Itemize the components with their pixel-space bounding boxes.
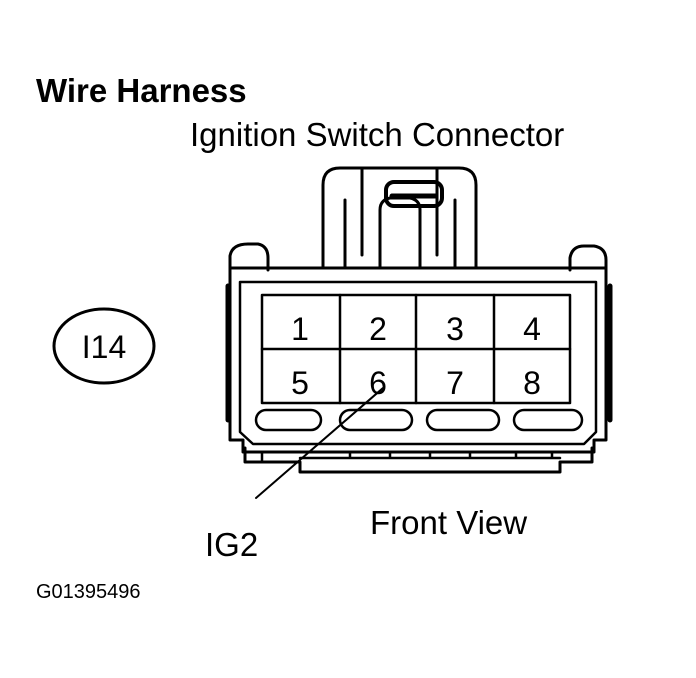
right-latch: [568, 244, 608, 274]
pin-8: 8: [523, 365, 541, 401]
pin-1: 1: [291, 311, 309, 347]
pin-4: 4: [523, 311, 541, 347]
housing-inner-wall: [238, 280, 598, 446]
figure-id: G01395496: [36, 581, 141, 603]
ig2-leader-line: [255, 387, 384, 499]
locking-tab: [321, 166, 478, 270]
front-view-label: Front View: [370, 504, 528, 541]
cavity-slots: [254, 408, 584, 432]
ig2-label: IG2: [205, 526, 259, 563]
connector-code: I14: [82, 329, 126, 365]
pin-7: 7: [446, 365, 464, 401]
connector-code-ellipse: [52, 307, 156, 385]
pin-2: 2: [369, 311, 387, 347]
pin-3: 3: [446, 311, 464, 347]
connector-name: Ignition Switch Connector: [190, 116, 565, 153]
connector-housing: [228, 266, 608, 454]
pin-6: 6: [369, 365, 387, 401]
pin-5: 5: [291, 365, 309, 401]
diagram-title: Wire Harness: [36, 72, 247, 109]
left-latch: [228, 242, 270, 272]
bottom-rail: [243, 446, 594, 474]
